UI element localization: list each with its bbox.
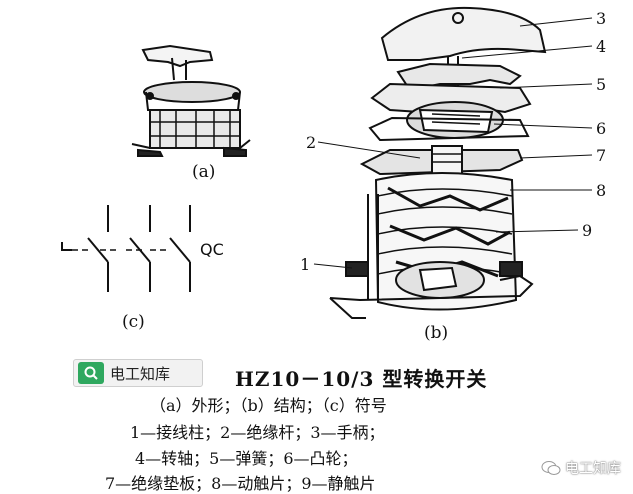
wechat-watermark-text: 电工知库: [565, 461, 621, 477]
label-b: (b): [424, 323, 449, 343]
switch-structure-drawing: [329, 6, 547, 319]
figure-title: HZ10－10/3 型转换开关: [235, 367, 488, 391]
label-c: (c): [122, 312, 145, 332]
switch-symbol-drawing: [61, 205, 191, 292]
caption-line-4: 7—绝缘垫板；8—动触片；9—静触片: [105, 474, 376, 493]
part-number-8: 8: [596, 181, 607, 200]
part-number-9: 9: [582, 221, 593, 240]
source-badge-text: 电工知库: [110, 364, 171, 383]
part-number-6: 6: [596, 119, 607, 138]
search-icon: [78, 362, 104, 384]
part-leader-lines: [313, 17, 593, 269]
caption-line-2: 1—接线柱；2—绝缘杆；3—手柄；: [130, 423, 385, 442]
wechat-icon: [541, 461, 561, 475]
part-number-2: 2: [306, 133, 317, 152]
part-number-3: 3: [596, 9, 607, 28]
label-qc: QC: [200, 240, 224, 259]
part-number-5: 5: [596, 75, 607, 94]
label-a: (a): [192, 162, 216, 182]
part-number-1: 1: [300, 255, 311, 274]
part-number-4: 4: [596, 37, 607, 56]
wechat-watermark: 电工知库: [541, 458, 621, 478]
caption-line-3: 4—转轴；5—弹簧；6—凸轮；: [135, 449, 358, 468]
part-number-7: 7: [596, 146, 607, 165]
switch-exterior-drawing: [131, 44, 251, 157]
source-badge[interactable]: 电工知库: [73, 359, 203, 387]
caption-line-1: （a）外形；（b）结构；（c）符号: [150, 396, 387, 415]
